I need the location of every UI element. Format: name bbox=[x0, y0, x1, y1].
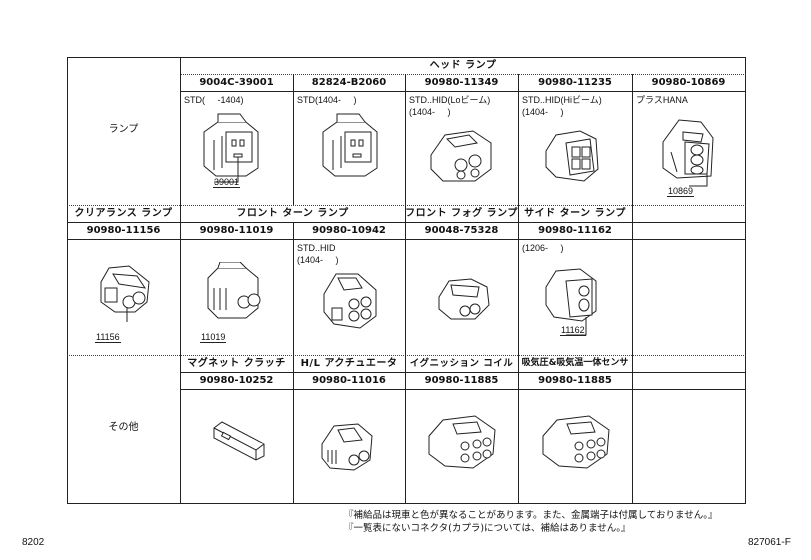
connector-drawing-10869 bbox=[662, 119, 714, 187]
callout-label: 10869 bbox=[667, 186, 695, 197]
part-number[interactable]: 90980-10869 bbox=[651, 77, 726, 88]
part-number[interactable]: 90980-11235 bbox=[538, 77, 612, 88]
divider bbox=[293, 74, 294, 205]
connector-drawing-11885-b bbox=[542, 415, 610, 469]
divider bbox=[180, 57, 181, 205]
part-number[interactable]: 82824-B2060 bbox=[311, 77, 387, 88]
connector-drawing-11019 bbox=[207, 262, 261, 319]
divider bbox=[405, 74, 406, 205]
group-header-headlamp: ヘッド ランプ bbox=[429, 60, 497, 71]
row-label-lamp: ランプ bbox=[108, 124, 139, 135]
callout-label: 11019 bbox=[200, 332, 227, 343]
divider bbox=[180, 372, 746, 373]
applicability-note: STD..HID (1404- ) bbox=[297, 243, 339, 265]
connector-drawing-b2060 bbox=[322, 113, 378, 177]
divider bbox=[632, 205, 633, 355]
header-ignition-coil: イグニッション コイル bbox=[409, 358, 514, 369]
callout-label: 11162 bbox=[560, 325, 586, 336]
table-border-right bbox=[745, 57, 746, 504]
row-label-other: その他 bbox=[108, 422, 139, 433]
page-code-left: 8202 bbox=[22, 537, 45, 548]
callout-label: 39001 bbox=[213, 177, 241, 188]
divider bbox=[405, 355, 406, 504]
divider bbox=[518, 205, 519, 355]
page-code-right: 827061-F bbox=[748, 537, 791, 548]
applicability-note: (1206- ) bbox=[522, 243, 564, 253]
connector-drawing-75328 bbox=[438, 278, 490, 320]
divider bbox=[293, 355, 294, 504]
part-number[interactable]: 90980-11019 bbox=[199, 225, 274, 236]
part-number[interactable]: 90980-11885 bbox=[538, 375, 612, 386]
remark-line-1: 『補給品は現車と色が異なることがあります。また、金属端子は付属しておりません。』 bbox=[344, 510, 718, 521]
part-number[interactable]: 90980-11162 bbox=[538, 225, 612, 236]
applicability-note: STD..HID(Hiビーム) (1404- ) bbox=[522, 95, 602, 117]
connector-drawing-11016 bbox=[321, 423, 373, 471]
connector-drawing-11885 bbox=[428, 415, 496, 469]
divider bbox=[67, 205, 746, 206]
part-number[interactable]: 90980-11156 bbox=[86, 225, 161, 236]
connector-drawing-10252 bbox=[213, 421, 265, 461]
header-magnet-clutch: マグネット クラッチ bbox=[187, 358, 286, 369]
part-number[interactable]: 9004C-39001 bbox=[199, 77, 274, 88]
divider bbox=[180, 389, 746, 390]
connector-drawing-11162 bbox=[545, 268, 597, 336]
connector-drawing-10942 bbox=[323, 273, 377, 329]
divider bbox=[180, 74, 746, 75]
part-number[interactable]: 90980-10252 bbox=[199, 375, 274, 386]
divider bbox=[67, 239, 746, 240]
header-side-turn-lamp: サイド ターン ランプ bbox=[524, 208, 626, 219]
divider bbox=[67, 222, 746, 223]
connector-drawing-11235 bbox=[545, 130, 599, 182]
part-number[interactable]: 90980-10942 bbox=[312, 225, 386, 236]
table-border-bottom bbox=[67, 503, 746, 504]
divider bbox=[180, 91, 746, 92]
applicability-note: プラスHANA bbox=[636, 95, 688, 105]
part-number[interactable]: 90980-11016 bbox=[312, 375, 386, 386]
part-number[interactable]: 90980-11349 bbox=[424, 77, 499, 88]
header-hl-actuator: H/L アクチュエータ bbox=[300, 358, 398, 369]
divider bbox=[180, 205, 181, 355]
header-map-iat-sensor: 吸気圧&吸気温一体センサ bbox=[521, 358, 629, 368]
header-front-turn-lamp: フロント ターン ランプ bbox=[236, 208, 349, 219]
divider bbox=[405, 205, 406, 355]
connector-drawing-11156 bbox=[100, 265, 150, 322]
part-number[interactable]: 90980-11885 bbox=[424, 375, 499, 386]
applicability-note: STD..HID(Loビーム) (1404- ) bbox=[409, 95, 491, 117]
callout-label: 11156 bbox=[95, 332, 121, 343]
header-front-fog-lamp: フロント フォグ ランプ bbox=[405, 208, 518, 219]
divider bbox=[632, 355, 633, 504]
divider bbox=[293, 222, 294, 355]
connector-drawing-39001 bbox=[203, 113, 259, 183]
divider bbox=[632, 74, 633, 205]
part-number[interactable]: 90048-75328 bbox=[424, 225, 499, 236]
divider bbox=[67, 355, 746, 356]
connector-drawing-11349 bbox=[430, 130, 492, 182]
divider bbox=[518, 355, 519, 504]
divider bbox=[180, 355, 181, 504]
header-clearance-lamp: クリアランス ランプ bbox=[74, 208, 173, 219]
remark-line-2: 『一覧表にないコネクタ(カプラ)については、補給はありません。』 bbox=[344, 523, 631, 534]
divider bbox=[518, 74, 519, 205]
applicability-note: STD(1404- ) bbox=[297, 95, 357, 105]
applicability-note: STD( -1404) bbox=[184, 95, 244, 105]
table-border-left bbox=[67, 57, 68, 504]
table-border-top bbox=[67, 57, 746, 58]
